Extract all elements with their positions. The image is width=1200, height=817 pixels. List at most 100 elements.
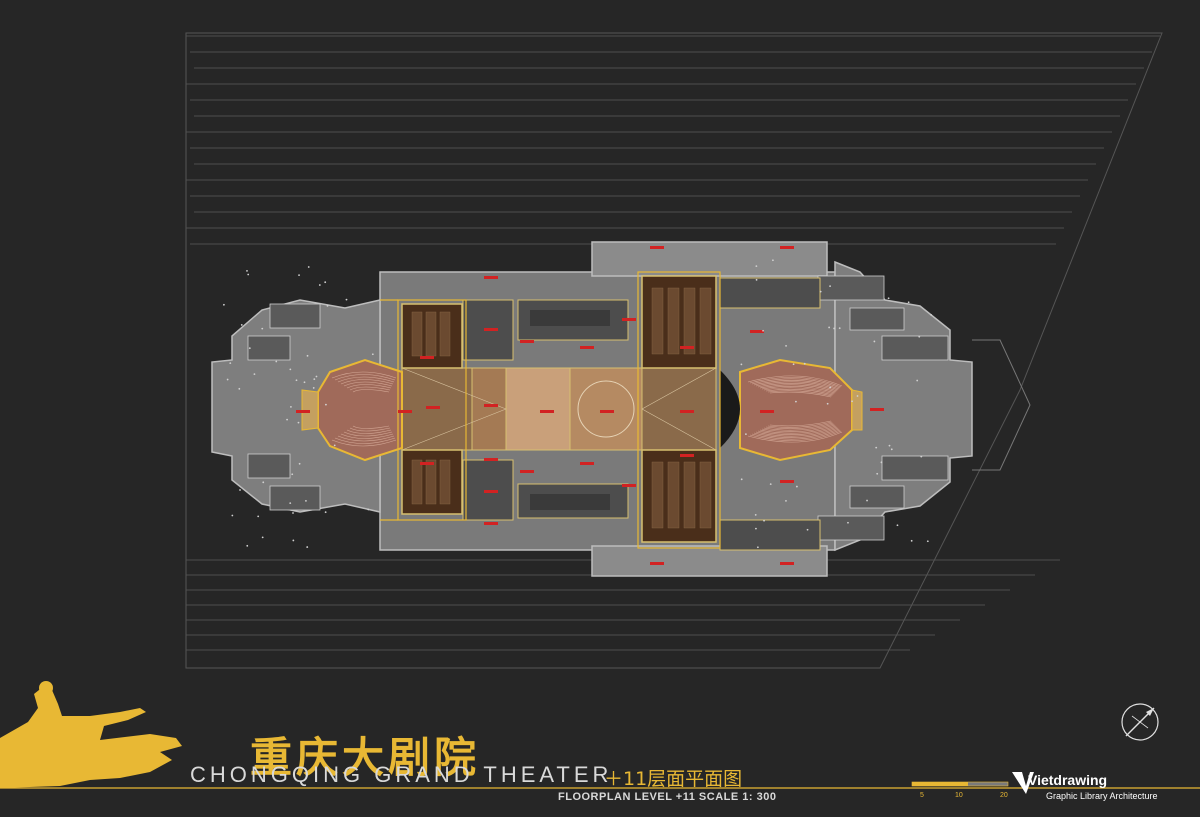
seat-row [761,424,836,432]
room-label-mark [484,490,498,493]
floor-speckle [315,375,318,378]
brand-v-icon [1012,772,1034,794]
floor-speckle [246,544,249,547]
room-label-mark [680,410,694,413]
floor-speckle [291,473,294,476]
floor-speckle [231,514,234,517]
room-label-mark [780,480,794,483]
seat-row [767,390,833,397]
room-label-mark [420,462,434,465]
floor-speckle [851,400,853,403]
seat-row [337,376,395,383]
hall-slat [699,461,712,529]
title-chinese: 重庆大剧院 [250,733,481,782]
room-label-mark [622,318,636,321]
floor-speckle [880,461,883,464]
floor-speckle [247,273,250,276]
scale-label-5: 5 [920,792,924,799]
floor-speckle [240,324,243,326]
room-label-mark [580,346,594,349]
left-stairs [247,303,321,511]
floor-speckle [740,363,743,366]
room-label-mark [580,462,594,465]
room-label-mark [780,246,794,249]
seat-row [769,391,832,398]
floor-speckle [289,368,292,371]
floor-speckle [306,546,309,548]
hall-slats [411,287,712,529]
floor-speckle [792,363,795,366]
floor-speckle [755,278,758,281]
scale-label-10: 10 [955,792,963,799]
room-labels [296,246,884,565]
floor-speckle [261,327,264,330]
floor-speckle [930,313,933,316]
room-label-mark [296,410,310,413]
seat-row [749,377,842,388]
room-label-mark [680,346,694,349]
hall-slat [651,461,664,529]
hall-slat [439,311,451,357]
floor-speckle [829,386,832,389]
floor-speckle [313,378,316,381]
floor-speckle [907,301,910,304]
brand-name: Vietdrawing [1028,772,1108,788]
floor-speckle [286,418,288,421]
floor-speckle [290,405,292,408]
floor-speckle [819,290,822,293]
seat-row [343,381,393,387]
seat-row [349,427,391,432]
floor-speckle [325,403,327,406]
seat-row [334,437,396,444]
hall-slat [651,287,664,355]
hall-slat [667,461,680,529]
floor-speckle [785,499,787,502]
seat-row [340,433,394,439]
floor-speckle [920,455,923,458]
room-label-mark [398,410,412,413]
floor-speckle [295,379,298,382]
seat-row [769,420,832,427]
floor-speckle [298,462,301,465]
floor-speckle [888,444,891,447]
room-boxes [530,310,610,510]
floor-speckle [371,353,374,356]
room-label-mark [484,276,498,279]
seat-row [765,388,834,396]
floor-speckle [345,298,348,301]
room-label-mark [750,330,764,333]
brand-tagline: Graphic Library Architecture [1046,791,1158,801]
room-label-mark [420,356,434,359]
seat-row [749,430,842,441]
floor-texture [223,259,933,549]
floor-speckle [305,500,307,502]
room-label-mark [600,410,614,413]
seat-row [753,428,840,438]
floor-speckle [838,327,841,330]
floor-speckle [261,536,264,539]
floor-speckle [262,481,265,484]
seat-row [747,431,843,443]
floor-speckle [833,327,836,330]
hall-slat [425,459,437,505]
seat-row [753,380,840,390]
title-english: CHONGQING GRAND THEATER [190,762,613,787]
floor-speckle [306,354,309,357]
floor-speckle [847,521,849,524]
floor-speckle [246,269,248,272]
room-label-mark [484,458,498,461]
room-label-mark [540,410,554,413]
seat-row [761,386,836,394]
floor-speckle [275,360,278,363]
seat-row [759,384,837,393]
floor-speckle [896,524,899,527]
hall-slat [425,311,437,357]
seat-row [763,387,835,395]
floor-speckle [876,472,879,475]
scale-label-20: 20 [1000,792,1008,799]
floor-speckle [248,347,251,350]
room-label-mark [680,454,694,457]
floor-speckle [866,499,868,502]
floor-speckle [795,485,798,488]
